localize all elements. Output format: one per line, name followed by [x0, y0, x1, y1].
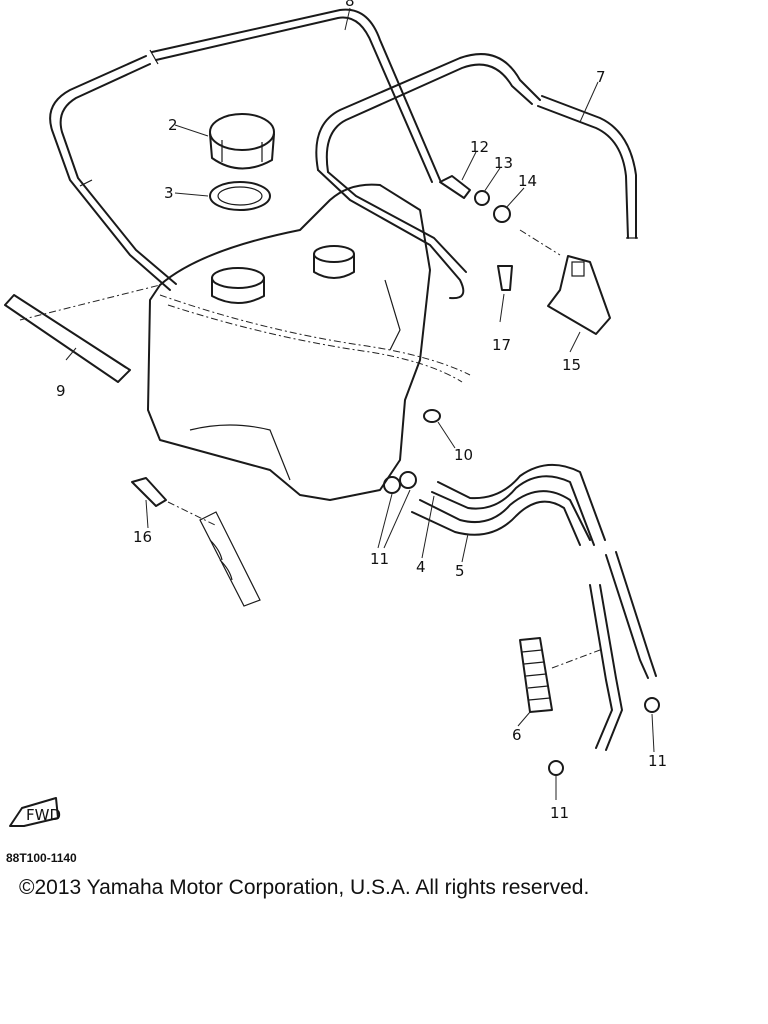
callout-17: 17: [492, 336, 511, 354]
leader-lines: [19, 7, 655, 800]
copyright-notice: ©2013 Yamaha Motor Corporation, U.S.A. A…: [19, 876, 590, 899]
clamps-11: [383, 471, 660, 776]
collar-14: [493, 205, 511, 223]
fwd-label: FWD: [26, 806, 61, 824]
parts-diagram: FWD 8 7 2 3 12 13 14 17 15 9 10 16 11 4 …: [4, 0, 667, 827]
frame-bracket: [199, 511, 261, 607]
callout-2: 2: [168, 116, 178, 134]
bolt-12: [439, 175, 471, 199]
fwd-arrow-icon: FWD: [9, 797, 61, 827]
callout-12: 12: [470, 138, 489, 156]
bracket-15: [547, 255, 611, 335]
lower-hose-left: [589, 584, 623, 751]
callout-11-b: 11: [648, 752, 667, 770]
hose-6: [519, 637, 553, 713]
callout-9: 9: [56, 382, 66, 400]
callout-5: 5: [455, 562, 465, 580]
callout-3: 3: [164, 184, 174, 202]
lower-hose-right: [605, 551, 657, 679]
protector-9: [4, 294, 131, 383]
washer-13: [474, 190, 490, 206]
callout-11-c: 11: [550, 804, 569, 822]
callout-16: 16: [133, 528, 152, 546]
callout-15: 15: [562, 356, 581, 374]
callout-7: 7: [596, 68, 606, 86]
callout-8: 8: [345, 0, 355, 10]
clamp-10: [423, 409, 441, 423]
hose-4: [411, 490, 591, 546]
callout-14: 14: [518, 172, 537, 190]
fuel-tank: [147, 183, 471, 501]
hose-7: [315, 53, 638, 300]
bolt-16: [131, 477, 167, 507]
callout-11-a: 11: [370, 550, 389, 568]
callout-4: 4: [416, 558, 426, 576]
callout-13: 13: [494, 154, 513, 172]
hose-8: [49, 8, 441, 291]
bolt-17: [497, 265, 513, 291]
tank-cap-2: [209, 113, 275, 170]
hose-5: [431, 463, 606, 546]
diagram-code: 88T100-1140: [6, 851, 77, 865]
callout-10: 10: [454, 446, 473, 464]
seal-3: [209, 181, 271, 211]
callout-6: 6: [512, 726, 522, 744]
